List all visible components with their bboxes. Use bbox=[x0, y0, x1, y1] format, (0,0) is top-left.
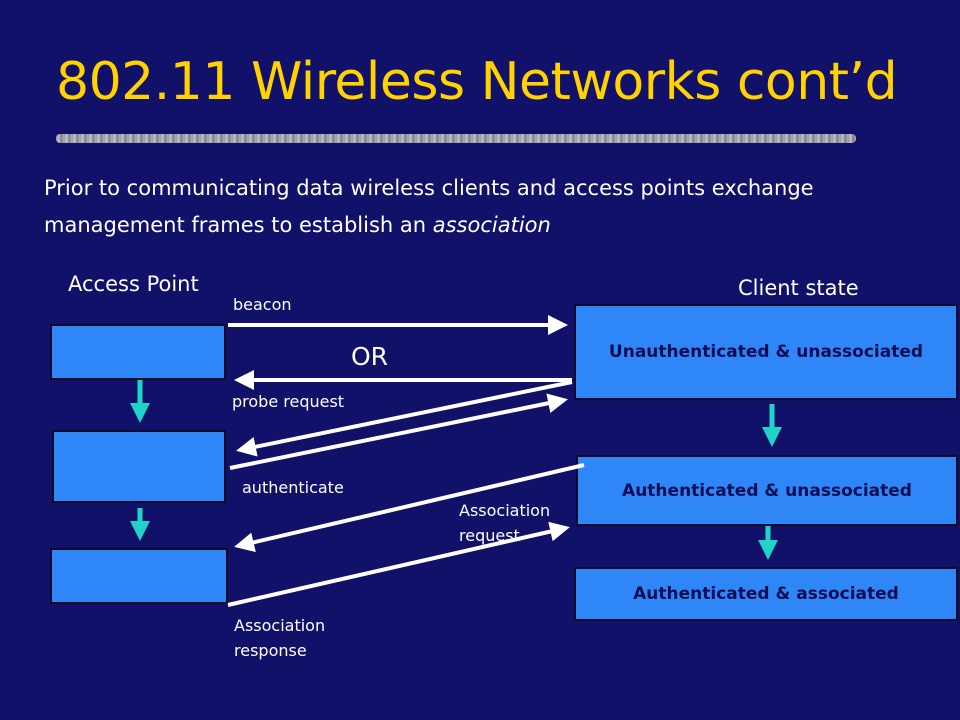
authenticate-label: authenticate bbox=[242, 478, 344, 497]
client-state-unauthenticated-unassociated: Unauthenticated & unassociated bbox=[574, 304, 958, 400]
intro-text: Prior to communicating data wireless cli… bbox=[44, 170, 944, 244]
intro-line-1: Prior to communicating data wireless cli… bbox=[44, 176, 814, 200]
access-point-box-3 bbox=[50, 548, 228, 604]
access-point-box-1 bbox=[50, 324, 226, 380]
probe-request-label: probe request bbox=[232, 392, 345, 411]
intro-emphasis: association bbox=[432, 213, 551, 237]
client-state-heading: Client state bbox=[738, 276, 859, 300]
authenticate-arrow bbox=[229, 393, 568, 470]
title-divider bbox=[56, 134, 856, 143]
association-request-label: Association request bbox=[459, 498, 550, 548]
association-request-label-line-2: request bbox=[459, 526, 520, 545]
intro-line-2-prefix: management frames to establish an bbox=[44, 213, 433, 237]
association-response-label: Association response bbox=[234, 613, 325, 663]
beacon-label: beacon bbox=[233, 295, 292, 314]
access-point-heading: Access Point bbox=[68, 272, 199, 296]
client-state-authenticated-unassociated: Authenticated & unassociated bbox=[576, 455, 958, 526]
access-point-box-2 bbox=[52, 430, 226, 503]
client-state-authenticated-associated: Authenticated & associated bbox=[574, 567, 958, 621]
association-response-label-line-2: response bbox=[234, 641, 307, 660]
slide-title: 802.11 Wireless Networks cont’d bbox=[56, 52, 898, 112]
authenticate-request-arrow bbox=[236, 380, 573, 457]
or-label: OR bbox=[351, 342, 389, 371]
association-response-label-line-1: Association bbox=[234, 616, 326, 635]
association-response-arrow bbox=[227, 521, 570, 607]
association-request-arrow bbox=[234, 463, 585, 553]
intro-line-2: management frames to establish an associ… bbox=[44, 207, 944, 244]
association-request-label-line-1: Association bbox=[459, 501, 551, 520]
